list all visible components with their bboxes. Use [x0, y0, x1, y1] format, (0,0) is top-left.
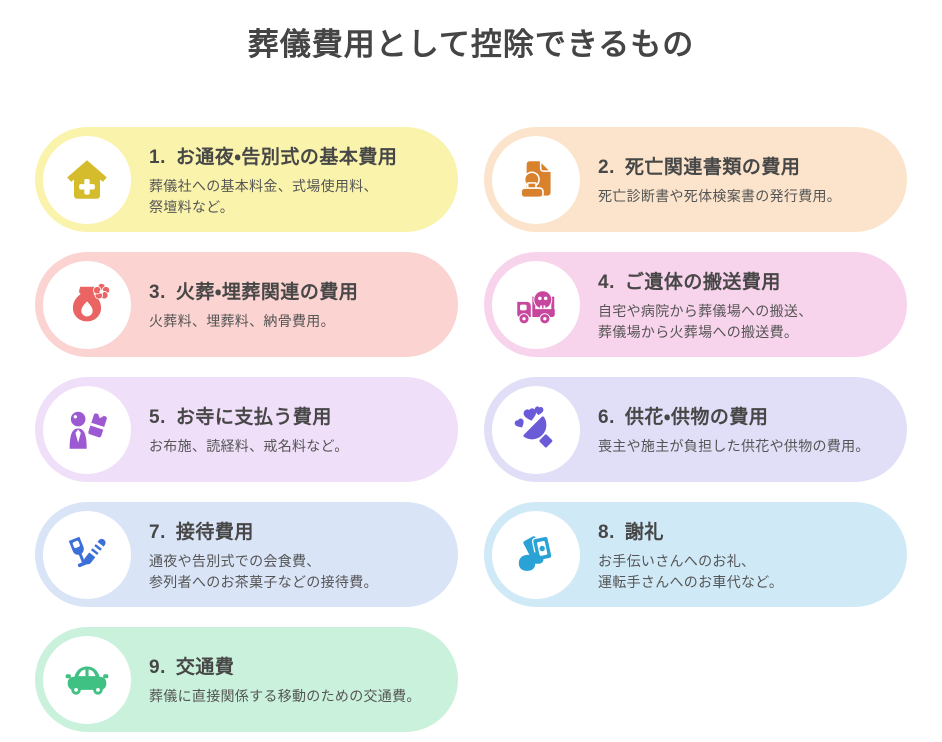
- card-title-text: お寺に支払う費用: [175, 407, 332, 428]
- card-description: 通夜や告別式での会食費、 参列者へのお茶菓子などの接待費。: [149, 552, 378, 590]
- bouquet-icon: [514, 406, 553, 447]
- card-number: 1.: [149, 146, 166, 168]
- monk-offering-icon: [69, 411, 108, 449]
- dining-icon: [68, 536, 106, 567]
- cards-grid: 1. お通夜・告別式の基本費用 葬儀社への基本料金、式場使用料、 祭壇料など。: [35, 127, 907, 732]
- card-content: 8. 謝礼 お手伝いさんへのお礼、 運転手さんへのお車代など。: [598, 517, 783, 593]
- card-number: 8.: [598, 521, 615, 543]
- card-body-transport-cost: 4. ご遺体の搬送費用 自宅や病院から葬儀場への搬送、 葬儀場から火葬場への搬送…: [484, 252, 907, 357]
- card-description: お布施、読経料、戒名料など。: [149, 438, 349, 454]
- card-number: 7.: [149, 521, 166, 543]
- icon-circle: [43, 510, 131, 599]
- card-hospitality-cost: 7. 接待費用 通夜や告別式での会食費、 参列者へのお茶菓子などの接待費。: [35, 502, 458, 607]
- card-content: 9. 交通費 葬儀に直接関係する移動のための交通費。: [149, 652, 421, 707]
- card-title-text: 火葬・埋葬関連の費用: [175, 282, 359, 303]
- car-icon: [65, 665, 109, 695]
- icon-circle: [43, 385, 131, 474]
- card-content: 2. 死亡関連書類の費用 死亡診断書や死体検案書の発行費用。: [598, 152, 841, 207]
- card-title-text: お通夜・告別式の基本費用: [175, 146, 398, 168]
- card-description: 喪主や施主が負担した供花や供物の費用。: [598, 438, 870, 454]
- card-description: お手伝いさんへのお礼、 運転手さんへのお車代など。: [598, 552, 784, 590]
- card-title: 9. 交通費: [149, 652, 421, 679]
- card-description: 自宅や病院から葬儀場への搬送、 葬儀場から火葬場への搬送費。: [598, 302, 813, 340]
- card-title: 3. 火葬・埋葬関連の費用: [149, 277, 358, 304]
- card-death-documents-cost: 2. 死亡関連書類の費用 死亡診断書や死体検案書の発行費用。: [484, 127, 907, 232]
- card-temple-payment-cost: 5. お寺に支払う費用 お布施、読経料、戒名料など。: [35, 377, 458, 482]
- card-number: 9.: [149, 657, 166, 678]
- page-title: 葬儀費用として控除できるもの: [247, 27, 695, 62]
- card-title: 1. お通夜・告別式の基本費用: [149, 142, 397, 169]
- card-flowers-offerings-cost: 6. 供花・供物の費用 喪主や施主が負担した供花や供物の費用。: [484, 377, 907, 482]
- card-number: 6.: [598, 407, 615, 428]
- card-cremation-burial-cost: 3. 火葬・埋葬関連の費用 火葬料、埋葬料、納骨費用。: [35, 252, 458, 357]
- card-number: 4.: [598, 271, 615, 293]
- icon-circle: [43, 635, 131, 724]
- card-content: 1. お通夜・告別式の基本費用 葬儀社への基本料金、式場使用料、 祭壇料など。: [149, 142, 397, 218]
- card-description: 葬儀社への基本料金、式場使用料、 祭壇料など。: [149, 177, 378, 215]
- card-title: 8. 謝礼: [598, 517, 783, 544]
- card-title-text: 謝礼: [624, 521, 664, 543]
- card-title-text: 接待費用: [175, 521, 254, 543]
- card-number: 2.: [598, 157, 615, 178]
- card-content: 7. 接待費用 通夜や告別式での会食費、 参列者へのお茶菓子などの接待費。: [149, 517, 378, 593]
- icon-circle: [492, 385, 580, 474]
- card-transportation-cost: 9. 交通費 葬儀に直接関係する移動のための交通費。: [35, 627, 458, 732]
- funeral-home-icon: [67, 159, 107, 199]
- card-basic-ceremony-cost: 1. お通夜・告別式の基本費用 葬儀社への基本料金、式場使用料、 祭壇料など。: [35, 127, 458, 232]
- card-content: 4. ご遺体の搬送費用 自宅や病院から葬儀場への搬送、 葬儀場から火葬場への搬送…: [598, 267, 813, 343]
- card-title: 4. ご遺体の搬送費用: [598, 267, 813, 294]
- card-title-text: 交通費: [175, 657, 235, 678]
- icon-circle: [43, 260, 131, 349]
- card-gratuity: 8. 謝礼 お手伝いさんへのお礼、 運転手さんへのお車代など。: [484, 502, 907, 607]
- card-title-text: ご遺体の搬送費用: [624, 271, 781, 293]
- card-content: 6. 供花・供物の費用 喪主や施主が負担した供花や供物の費用。: [598, 402, 870, 457]
- card-title: 6. 供花・供物の費用: [598, 402, 870, 429]
- cremation-urn-icon: [72, 282, 111, 321]
- card-title: 5. お寺に支払う費用: [149, 402, 349, 429]
- document-stamp-icon: [520, 159, 552, 198]
- card-description: 火葬料、埋葬料、納骨費用。: [149, 313, 335, 329]
- hearse-truck-icon: [517, 289, 555, 324]
- card-content: 3. 火葬・埋葬関連の費用 火葬料、埋葬料、納骨費用。: [149, 277, 358, 332]
- card-number: 3.: [149, 282, 166, 303]
- icon-circle: [492, 135, 580, 224]
- card-description: 死亡診断書や死体検案書の発行費用。: [598, 188, 842, 204]
- card-title: 7. 接待費用: [149, 517, 378, 544]
- card-title-text: 供花・供物の費用: [624, 407, 769, 428]
- money-hand-icon: [518, 534, 553, 571]
- card-description: 葬儀に直接関係する移動のための交通費。: [149, 688, 421, 704]
- icon-circle: [492, 260, 580, 349]
- card-number: 5.: [149, 407, 166, 428]
- icon-circle: [492, 510, 580, 599]
- card-title: 2. 死亡関連書類の費用: [598, 152, 841, 179]
- card-content: 5. お寺に支払う費用 お布施、読経料、戒名料など。: [149, 402, 349, 457]
- card-title-text: 死亡関連書類の費用: [624, 157, 801, 178]
- icon-circle: [43, 135, 131, 224]
